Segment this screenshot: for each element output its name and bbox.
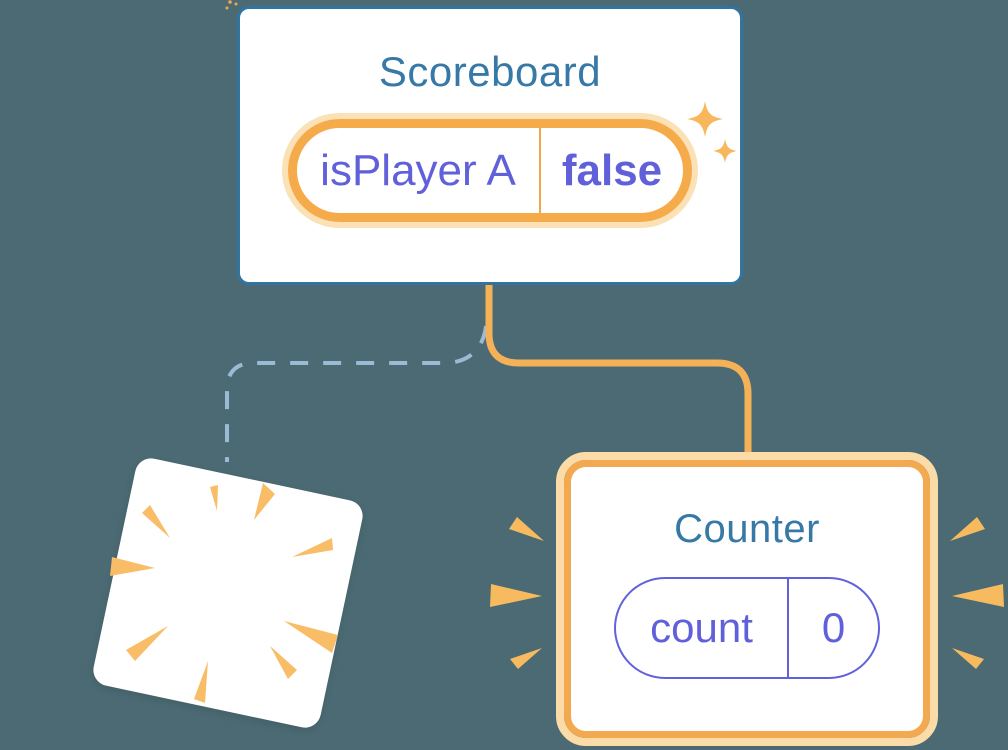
scoreboard-state-pill-ring: isPlayer A false [288, 119, 692, 223]
state-key: isPlayer A [320, 145, 516, 195]
scoreboard-state-pill: isPlayer A false [282, 113, 698, 229]
connector-solid-active [485, 280, 752, 469]
pill-divider [787, 579, 789, 677]
state-value: 0 [821, 604, 846, 651]
state-value: false [561, 145, 663, 195]
state-key: count [650, 604, 753, 651]
destroyed-counter-card [90, 455, 366, 731]
counter-title: Counter [674, 507, 820, 551]
counter-card-ring: Counter count 0 [564, 460, 930, 738]
sparkle-icon [687, 101, 737, 163]
counter-state-pill: count 0 [614, 577, 880, 679]
pill-divider [539, 128, 541, 214]
connector-dashed-removed [225, 325, 488, 462]
scoreboard-card: Scoreboard isPlayer A false [237, 6, 743, 285]
counter-card: Counter count 0 [556, 452, 938, 746]
scoreboard-title: Scoreboard [378, 48, 602, 95]
